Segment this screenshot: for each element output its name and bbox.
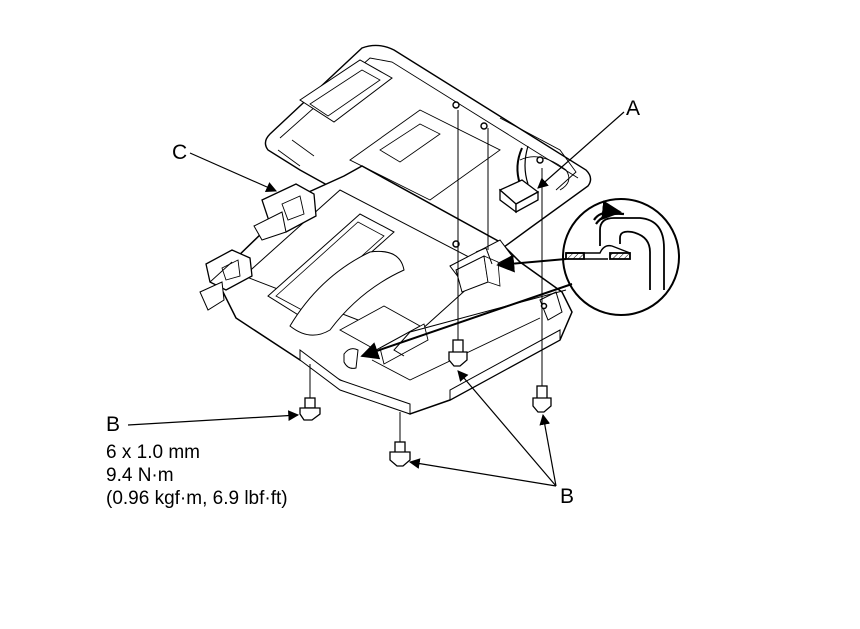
bolt-torque-alt: (0.96 kgf·m, 6.9 lbf·ft) [106,488,288,509]
callout-c: C [172,141,188,164]
bolt-b-right [532,168,552,413]
upper-panel [264,44,592,263]
lower-cover [221,165,573,415]
detail-arrows [360,254,573,360]
clip-detail-zoom [562,198,680,316]
callout-a: A [626,97,641,120]
bolt-b-left [299,364,321,421]
connector-a [498,145,540,214]
bolt-b-center [448,110,468,367]
callout-b-right: B [560,485,575,508]
bolt-size: 6 x 1.0 mm [106,442,200,463]
bolt-spec: 6 x 1.0 mm 9.4 N·m (0.96 kgf·m, 6.9 lbf·… [106,441,288,510]
callout-b-left: B [106,413,121,436]
bolt-torque-nm: 9.4 N·m [106,465,174,486]
side-tabs [199,183,317,311]
bolt-b-bottom [389,412,411,467]
leader-lines [127,111,625,487]
